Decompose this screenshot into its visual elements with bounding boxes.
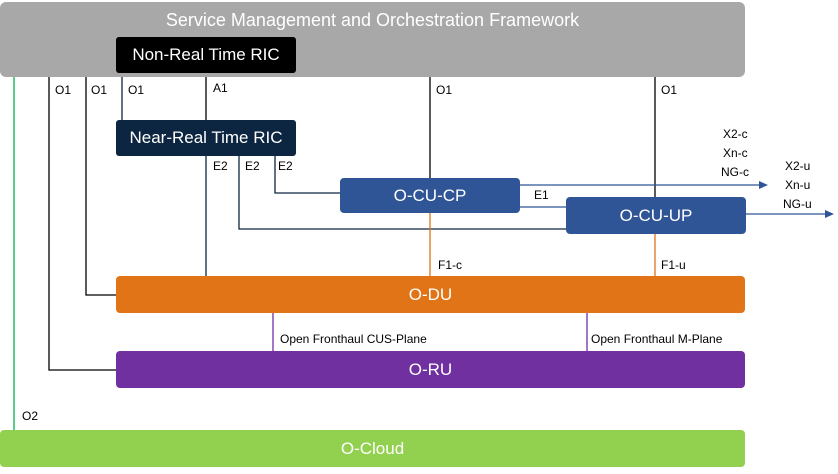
f1-u-label: F1-u	[661, 258, 686, 272]
o-cloud-block: O-Cloud	[0, 430, 745, 467]
up-arrowhead	[825, 210, 834, 218]
ng-c-label: NG-c	[721, 165, 749, 179]
o-cu-cp-block: O-CU-CP	[340, 178, 520, 213]
o-du-block: O-DU	[116, 276, 745, 313]
o1-ru-label: O1	[55, 83, 72, 97]
e2-cuup-label: E2	[245, 159, 260, 173]
e2-cuup-link	[238, 156, 566, 230]
o-cu-up-label: O-CU-UP	[619, 205, 693, 225]
ng-u-label: NG-u	[783, 197, 812, 211]
e2-du-label: E2	[213, 159, 228, 173]
xn-c-label: Xn-c	[723, 146, 748, 160]
e2-cucp-label: E2	[278, 159, 293, 173]
o-ru-block: O-RU	[116, 351, 745, 388]
x2-u-label: X2-u	[785, 159, 811, 173]
near-rt-ric-label: Near-Real Time RIC	[129, 128, 283, 147]
o1-cucp-label: O1	[436, 83, 453, 97]
f1-c-label: F1-c	[438, 258, 462, 272]
near-rt-ric-block: Near-Real Time RIC	[116, 120, 296, 156]
fronthaul-cus-label: Open Fronthaul CUS-Plane	[280, 332, 427, 346]
o1-du-label: O1	[91, 83, 108, 97]
xn-u-label: Xn-u	[785, 178, 811, 192]
o1-du-link	[85, 77, 116, 296]
a1-label: A1	[213, 81, 228, 95]
e1-label: E1	[534, 188, 549, 202]
cp-arrowhead	[759, 181, 768, 189]
x2-c-label: X2-c	[723, 127, 748, 141]
smo-framework: Service Management and Orchestration Fra…	[0, 2, 745, 77]
o1-near-rt-label: O1	[128, 83, 145, 97]
o2-label: O2	[22, 409, 39, 423]
e2-cucp-link	[274, 156, 340, 194]
o-cu-cp-label: O-CU-CP	[393, 185, 467, 205]
non-rt-ric-label: Non-Real Time RIC	[132, 45, 280, 64]
non-rt-ric-block: Non-Real Time RIC	[116, 37, 296, 73]
o1-cuup-label: O1	[661, 83, 678, 97]
o-cu-up-block: O-CU-UP	[566, 197, 746, 234]
o1-ru-link	[48, 77, 116, 371]
o-cloud-label: O-Cloud	[340, 438, 405, 458]
o-du-label: O-DU	[408, 284, 453, 304]
fronthaul-m-label: Open Fronthaul M-Plane	[591, 332, 723, 346]
o-ru-label: O-RU	[408, 359, 453, 379]
smo-title: Service Management and Orchestration Fra…	[165, 10, 580, 30]
